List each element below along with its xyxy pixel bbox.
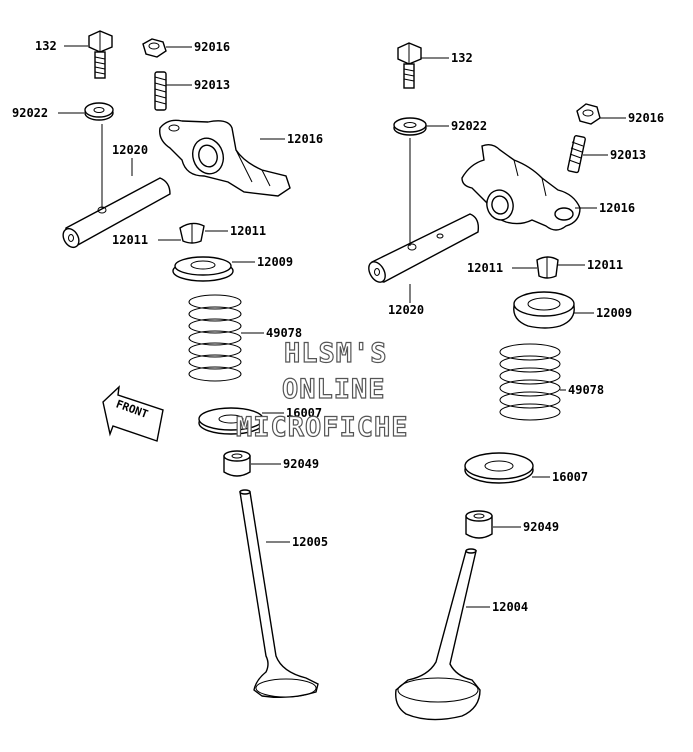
front-arrow: FRONT [102,385,164,442]
left-bolt [88,30,113,79]
right-valve-spring [499,343,561,421]
right-valve [395,548,481,721]
left-valve-spring [188,294,242,382]
right-seal-label: 92049 [523,520,559,534]
left-arm-label: 12016 [287,132,323,146]
left-stud-label: 92013 [194,78,230,92]
left-seat-label: 16007 [286,406,322,420]
right-stud-label: 92013 [610,148,646,162]
left-bolt-label: 132 [35,39,57,53]
left-stud [154,71,167,111]
right-seat-label: 16007 [552,470,588,484]
right-nut [576,103,601,125]
left-retainer-label: 12009 [257,255,293,269]
right-spring-seat [464,452,534,484]
right-nut-label: 92016 [628,111,664,125]
right-rocker-arm [461,143,581,231]
left-valve [239,489,319,699]
left-washer [84,102,114,121]
right-rocker-shaft [368,213,480,283]
left-shaft-label: 12020 [112,143,148,157]
watermark-line-1: HLSM'S [283,337,388,369]
left-keeper-b-label: 12011 [230,224,266,238]
left-spring-label: 49078 [266,326,302,340]
right-spring-label: 49078 [568,383,604,397]
right-shaft-label: 12020 [388,303,424,317]
right-stud [567,135,586,174]
right-washer [393,117,427,136]
left-nut [142,38,167,58]
left-seal-label: 92049 [283,457,319,471]
left-valve-seal [223,450,251,477]
right-keeper-b-label: 12011 [587,258,623,272]
right-bolt [397,42,422,89]
right-keeper-a-label: 12011 [467,261,503,275]
right-bolt-label: 132 [451,51,473,65]
left-washer-label: 92022 [12,106,48,120]
right-valve-label: 12004 [492,600,528,614]
right-retainer [513,291,575,329]
left-keeper [179,222,205,244]
right-retainer-label: 12009 [596,306,632,320]
left-valve-label: 12005 [292,535,328,549]
left-spring-seat [198,407,264,435]
watermark-line-2: ONLINE [281,373,386,405]
watermark-line-3: MICROFICHE [235,411,409,443]
right-keeper [536,256,559,279]
left-nut-label: 92016 [194,40,230,54]
right-valve-seal [465,510,493,539]
left-rocker-arm [159,119,291,197]
left-keeper-a-label: 12011 [112,233,148,247]
right-washer-label: 92022 [451,119,487,133]
left-retainer [172,256,234,282]
left-rocker-shaft [62,177,171,249]
right-arm-label: 12016 [599,201,635,215]
